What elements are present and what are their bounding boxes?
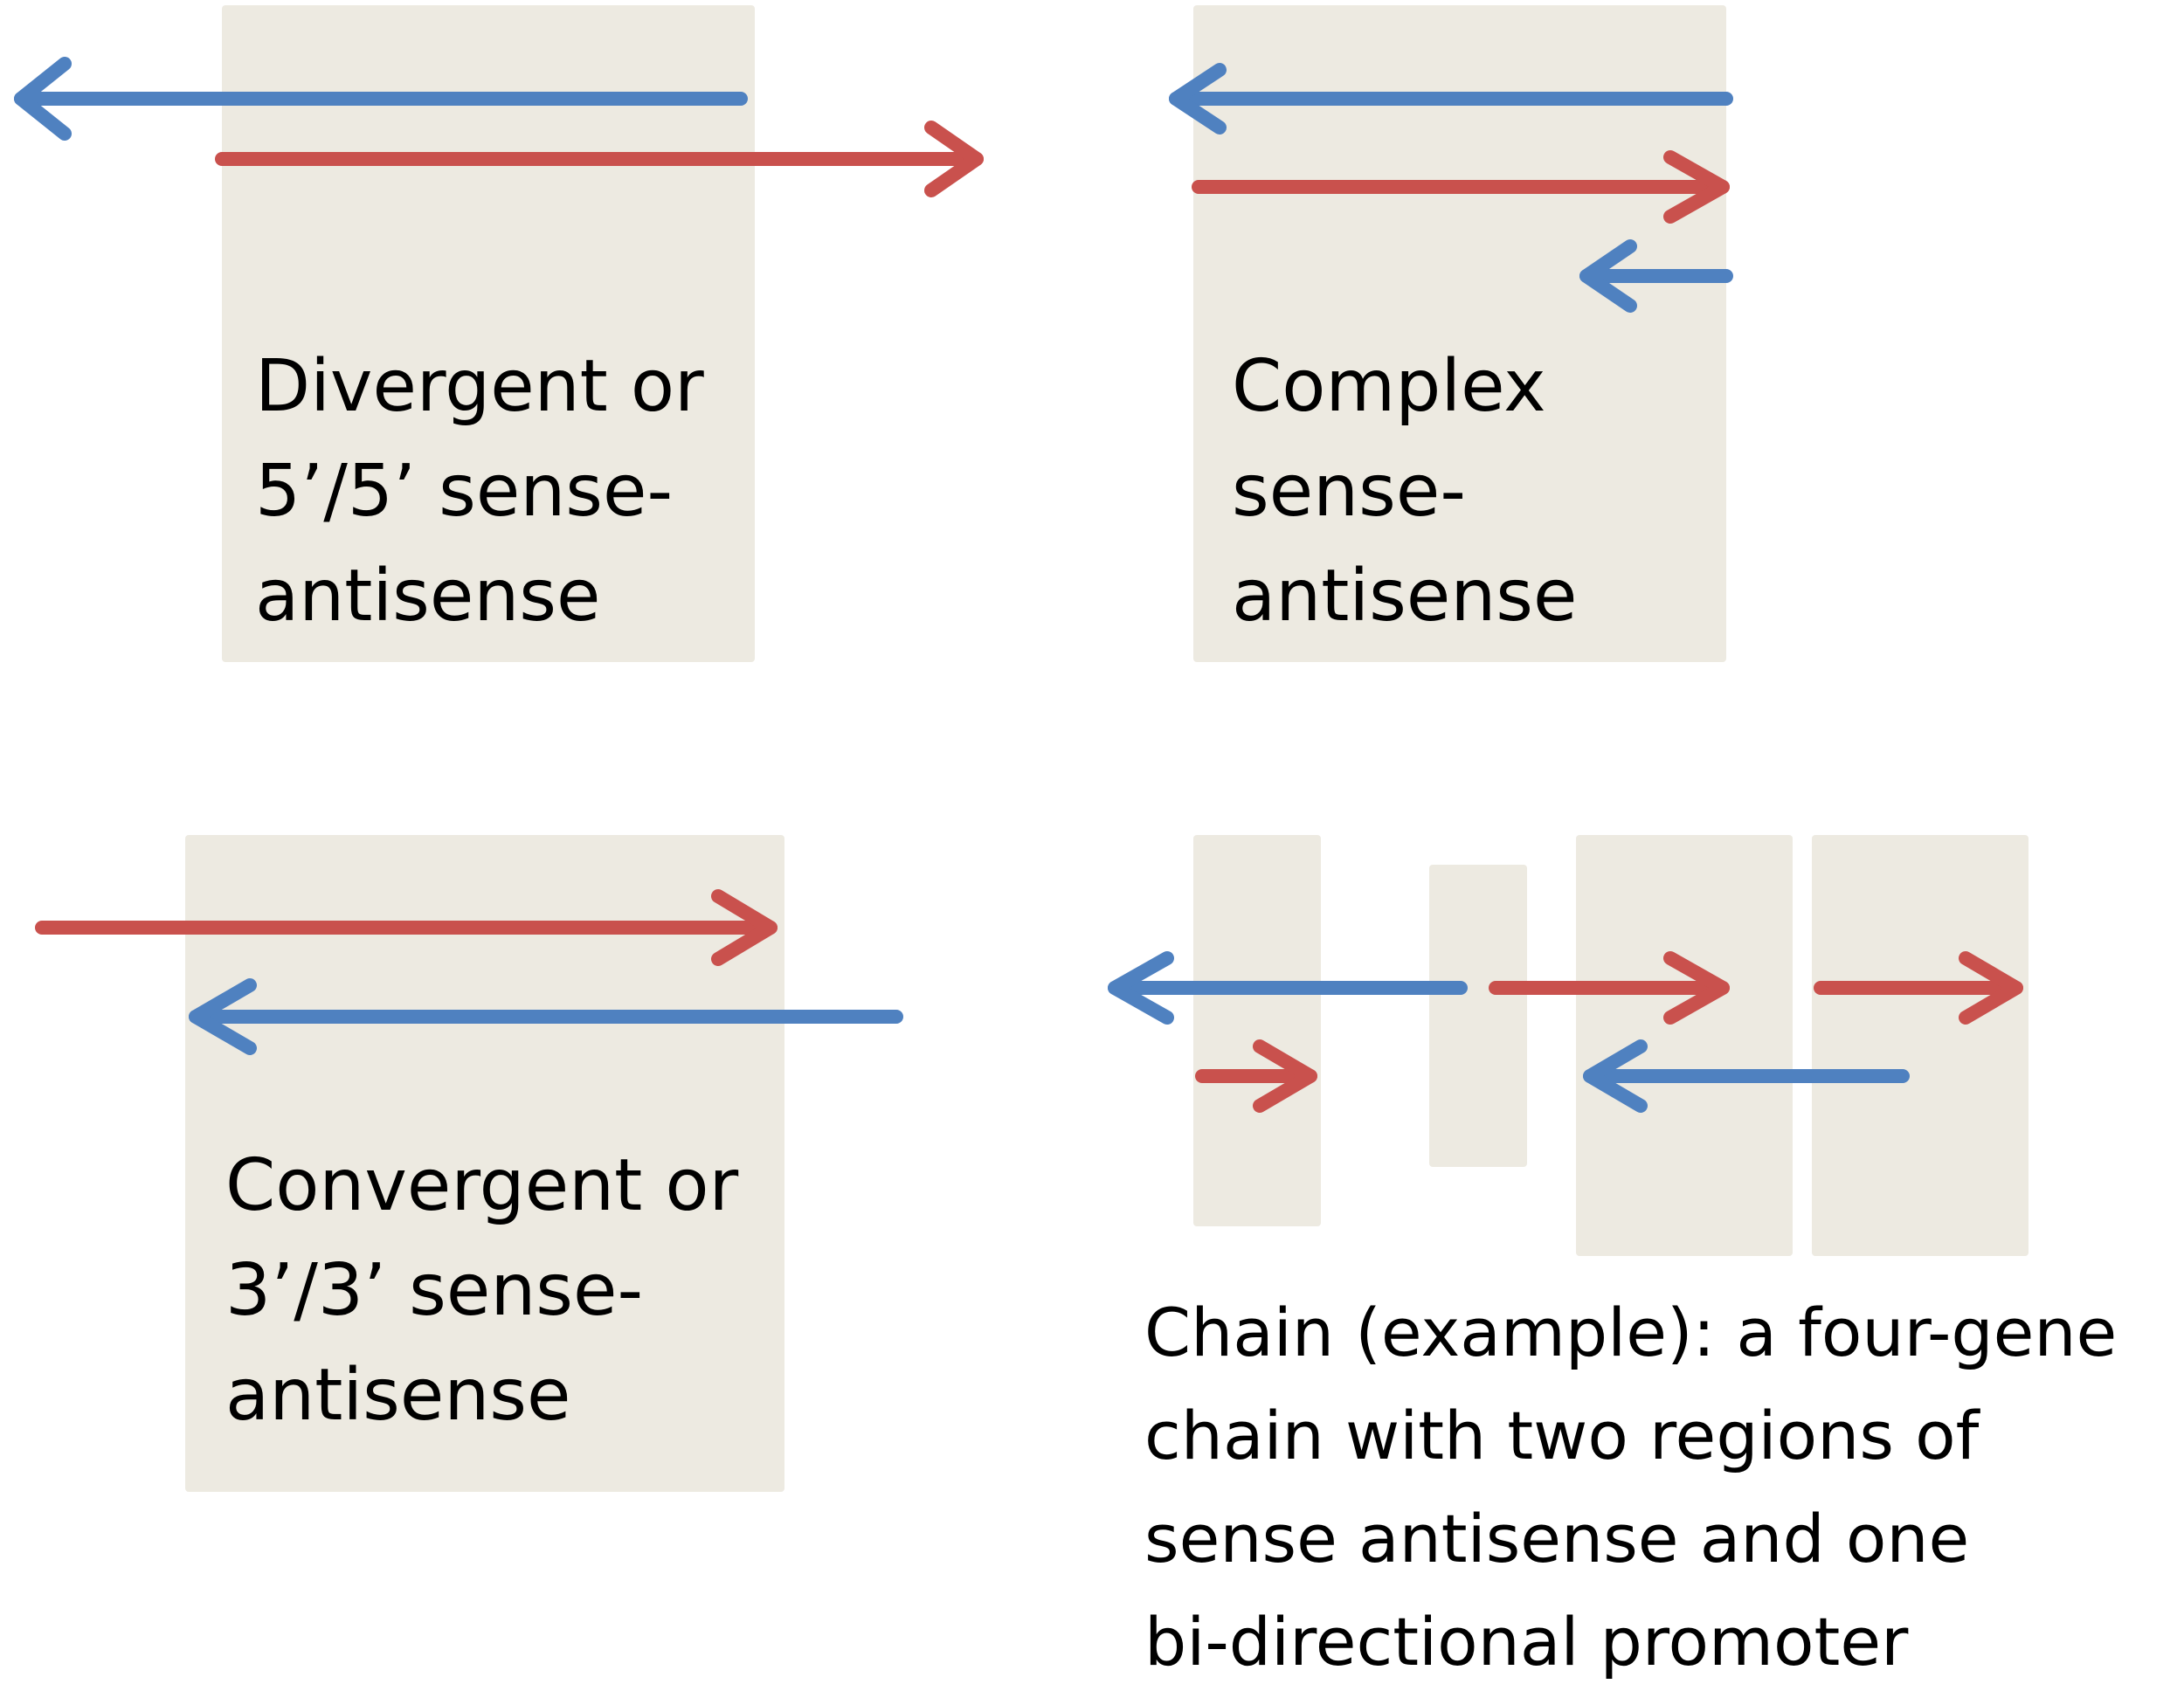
chain-box-4 [1812, 835, 2028, 1256]
complex-antisense-arrow-short [1579, 239, 1733, 313]
convergent-panel: Convergent or 3’/3’ sense- antisense [35, 835, 903, 1492]
chain-label: Chain (example): a four-gene chain with … [1144, 1294, 2139, 1681]
divergent-label-line-1: Divergent or [255, 345, 704, 428]
convergent-antisense-arrow [189, 978, 903, 1055]
convergent-label-line-3: antisense [225, 1354, 570, 1437]
complex-label-line-3: antisense [1232, 555, 1577, 638]
convergent-overlap-box [185, 835, 784, 1492]
complex-sense-arrow [1192, 150, 1730, 224]
chain-label-line-4: bi-directional promoter [1144, 1603, 1909, 1681]
chain-antisense-arrow-2 [1583, 1039, 1910, 1113]
chain-label-line-3: sense antisense and one [1144, 1500, 1969, 1577]
chain-box-3 [1576, 835, 1793, 1256]
convergent-label: Convergent or 3’/3’ sense- antisense [225, 1144, 761, 1437]
convergent-sense-arrow [35, 889, 778, 966]
chain-box-2 [1429, 865, 1527, 1167]
chain-sense-arrow-2 [1489, 951, 1730, 1025]
chain-label-line-2: chain with two regions of [1144, 1397, 1981, 1474]
divergent-antisense-arrow [14, 57, 748, 141]
divergent-sense-arrow [215, 121, 984, 197]
chain-sense-arrow-1 [1195, 1039, 1317, 1113]
chain-box-1 [1193, 835, 1321, 1226]
complex-panel: Complex sense- antisense [1169, 5, 1733, 662]
convergent-label-line-2: 3’/3’ sense- [225, 1249, 643, 1332]
chain-sense-arrow-3 [1814, 951, 2023, 1025]
complex-overlap-box [1193, 5, 1726, 662]
divergent-label-line-2: 5’/5’ sense- [255, 450, 673, 533]
complex-label-line-2: sense- [1232, 450, 1466, 533]
complex-label-line-1: Complex [1232, 345, 1546, 428]
complex-label: Complex sense- antisense [1232, 345, 1577, 638]
divergent-label: Divergent or 5’/5’ sense- antisense [255, 345, 727, 638]
chain-antisense-arrow-1 [1108, 951, 1468, 1025]
divergent-panel: Divergent or 5’/5’ sense- antisense [14, 5, 984, 662]
convergent-label-line-1: Convergent or [225, 1144, 739, 1227]
complex-antisense-arrow-long [1169, 63, 1733, 135]
chain-panel: Chain (example): a four-gene chain with … [1108, 835, 2139, 1681]
divergent-overlap-box [222, 5, 755, 662]
chain-label-line-1: Chain (example): a four-gene [1144, 1294, 2117, 1371]
divergent-label-line-3: antisense [255, 555, 600, 638]
